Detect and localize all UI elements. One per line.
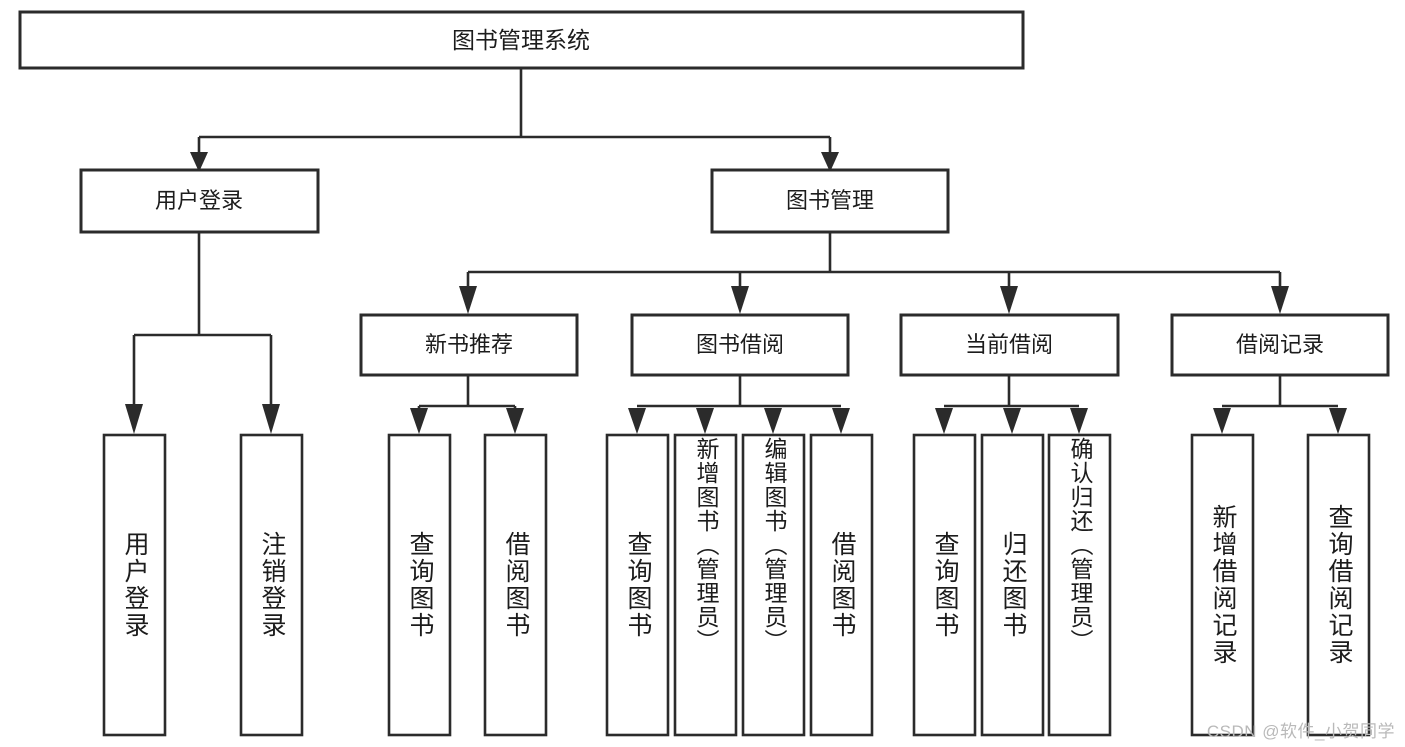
leaf-box-query-book[interactable] — [387, 433, 452, 737]
leaf-box-user-login[interactable] — [102, 433, 167, 737]
leaf-group-new-book-recommend — [387, 433, 548, 737]
connector-newbook-to-leaves — [410, 375, 524, 434]
node-label: 图书管理 — [786, 188, 874, 213]
node-box[interactable] — [79, 168, 320, 234]
node-book-borrow[interactable]: 图书借阅 — [630, 313, 850, 377]
arrow-head-icon — [262, 404, 280, 434]
node-label: 新书推荐 — [425, 332, 513, 357]
connector-root-to-level2 — [190, 68, 839, 172]
node-box[interactable] — [359, 313, 579, 377]
arrow-head-icon — [190, 152, 208, 172]
node-label: 借阅记录 — [1236, 332, 1324, 357]
arrow-head-icon — [1000, 286, 1018, 314]
node-new-book-recommend[interactable]: 新书推荐 — [359, 313, 579, 377]
leaf-box-borrow-book[interactable] — [809, 433, 874, 737]
node-box[interactable] — [1170, 313, 1390, 377]
arrow-head-icon — [935, 408, 953, 434]
arrow-head-icon — [764, 408, 782, 434]
watermark-text: CSDN @软件_小贺同学 — [1206, 722, 1395, 741]
connector-borrowrecord-to-leaves — [1213, 375, 1347, 434]
arrow-head-icon — [1003, 408, 1021, 434]
leaf-box-logout[interactable] — [239, 433, 304, 737]
leaf-box-query-borrow-record[interactable] — [1306, 433, 1371, 737]
leaf-group-book-borrow — [605, 433, 874, 737]
arrow-head-icon — [696, 408, 714, 434]
arrow-head-icon — [1329, 408, 1347, 434]
node-label: 用户登录 — [155, 188, 243, 213]
node-current-borrow[interactable]: 当前借阅 — [899, 313, 1120, 377]
node-label: 当前借阅 — [965, 332, 1053, 357]
arrow-head-icon — [832, 408, 850, 434]
node-box[interactable] — [710, 168, 950, 234]
leaf-box-query-book[interactable] — [912, 433, 977, 737]
node-label: 图书管理系统 — [452, 27, 590, 53]
connector-userlogin-to-leaves — [125, 232, 280, 434]
node-box[interactable] — [630, 313, 850, 377]
node-box[interactable] — [18, 10, 1025, 70]
leaf-box-return-book[interactable] — [980, 433, 1045, 737]
leaf-box-borrow-book[interactable] — [483, 433, 548, 737]
arrow-head-icon — [731, 286, 749, 314]
connector-bookborrow-to-leaves — [628, 375, 850, 434]
arrow-head-icon — [506, 408, 524, 434]
leaf-group-borrow-record — [1190, 433, 1371, 737]
leaf-box-add-book-admin[interactable] — [673, 433, 738, 737]
arrow-head-icon — [1070, 408, 1088, 434]
connector-bookmgmt-to-level3 — [459, 232, 1289, 314]
node-root-system[interactable]: 图书管理系统 — [18, 10, 1025, 70]
leaf-box-confirm-return-admin[interactable] — [1047, 433, 1112, 737]
arrow-head-icon — [628, 408, 646, 434]
leaf-group-current-borrow — [912, 433, 1112, 737]
leaf-box-edit-book-admin[interactable] — [741, 433, 806, 737]
arrow-head-icon — [821, 152, 839, 172]
leaf-box-query-book[interactable] — [605, 433, 670, 737]
connector-currentborrow-to-leaves — [935, 375, 1088, 434]
node-borrow-record[interactable]: 借阅记录 — [1170, 313, 1390, 377]
arrow-head-icon — [1271, 286, 1289, 314]
leaf-box-add-borrow-record[interactable] — [1190, 433, 1255, 737]
node-user-login[interactable]: 用户登录 — [79, 168, 320, 234]
node-book-management[interactable]: 图书管理 — [710, 168, 950, 234]
leaf-group-user-login — [102, 433, 304, 737]
node-label: 图书借阅 — [696, 332, 784, 357]
arrow-head-icon — [459, 286, 477, 314]
node-box[interactable] — [899, 313, 1120, 377]
arrow-head-icon — [1213, 408, 1231, 434]
arrow-head-icon — [125, 404, 143, 434]
arrow-head-icon — [410, 408, 428, 434]
